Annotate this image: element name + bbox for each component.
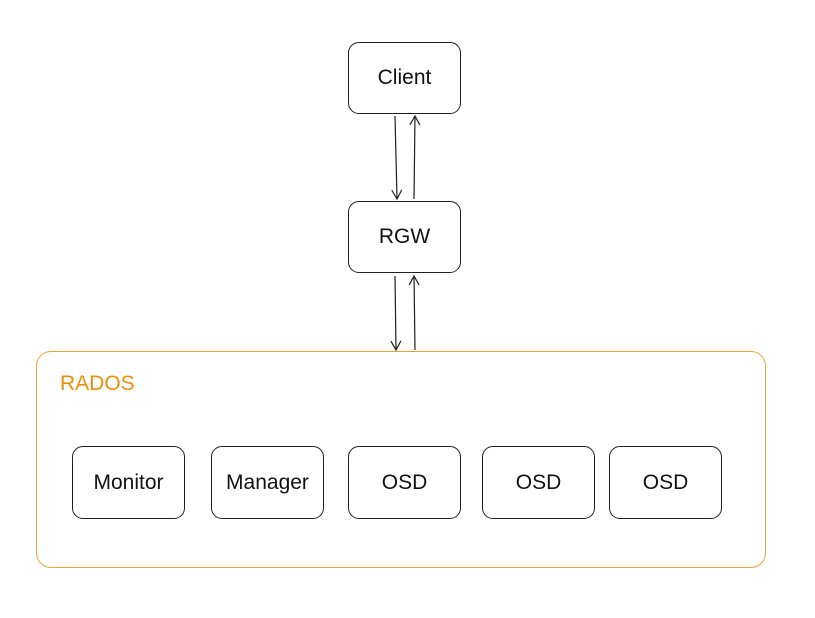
rados-label: RADOS [60,372,135,395]
arrow-rados-to-rgw [408,274,420,351]
arrow-rgw-to-client [409,114,421,200]
monitor-node: Monitor [72,446,185,519]
rados-container [36,351,766,568]
client-node: Client [348,42,461,114]
osd-node-1: OSD [348,446,461,519]
arrow-client-to-rgw [391,115,403,201]
manager-node: Manager [211,446,324,519]
osd-node-3: OSD [609,446,722,519]
rgw-node: RGW [348,201,461,273]
arrow-rgw-to-rados [390,275,402,352]
osd-node-2: OSD [482,446,595,519]
